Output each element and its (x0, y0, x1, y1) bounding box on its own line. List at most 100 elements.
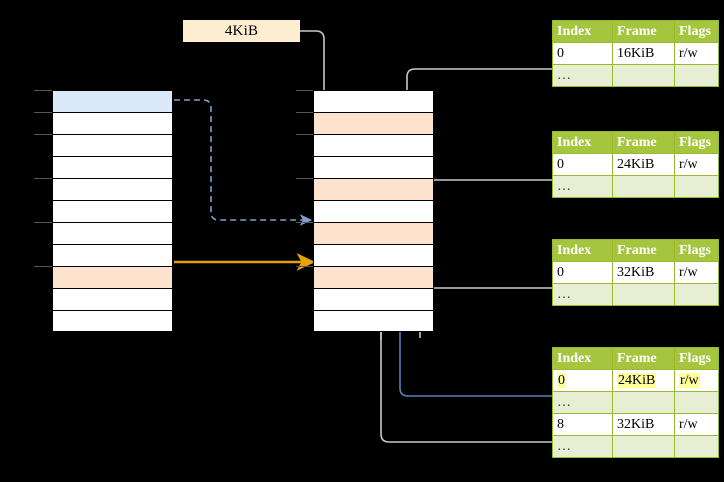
virtual-page-cell-8[interactable] (52, 266, 173, 288)
cell-index[interactable]: … (552, 64, 613, 87)
cell-flags[interactable]: r/w (674, 369, 719, 392)
virtual-page-cell-9[interactable] (52, 288, 173, 310)
cell-flags[interactable]: r/w (674, 42, 719, 65)
column-header-flags: Flags (674, 131, 719, 154)
physical-frame-cell-6[interactable] (313, 222, 434, 244)
column-header-flags: Flags (674, 347, 719, 370)
column-header-flags: Flags (674, 20, 719, 43)
virtual-page-cell-7[interactable] (52, 244, 173, 266)
virtual-address-space-column (52, 90, 173, 332)
table-row[interactable]: … (552, 175, 719, 198)
column-header-index: Index (552, 131, 613, 154)
cell-flags[interactable] (674, 283, 719, 306)
cell-index[interactable]: … (552, 175, 613, 198)
highlighted-value: 0 (557, 372, 566, 388)
cell-frame[interactable]: 16KiB (612, 42, 675, 65)
physical-frame-cell-5[interactable] (313, 200, 434, 222)
virtual-page-cell-5[interactable] (52, 200, 173, 222)
cell-flags[interactable] (674, 64, 719, 87)
cell-frame[interactable]: 32KiB (612, 413, 675, 436)
virtual-page-cell-10[interactable] (52, 310, 173, 332)
column-tick-mark (34, 178, 52, 179)
cell-index[interactable]: 0 (552, 153, 613, 176)
virtual-page-cell-0[interactable] (52, 90, 173, 112)
cell-index[interactable]: 0 (552, 42, 613, 65)
virtual-page-cell-6[interactable] (52, 222, 173, 244)
table-row[interactable]: … (552, 283, 719, 306)
cell-frame[interactable] (612, 64, 675, 87)
physical-frame-cell-0[interactable] (313, 90, 434, 112)
column-header-frame: Frame (612, 347, 675, 370)
physical-frame-cell-2[interactable] (313, 134, 434, 156)
wire-table3-to-page (418, 259, 552, 289)
table-row[interactable]: … (552, 64, 719, 87)
highlighted-value: 24KiB (617, 372, 657, 388)
highlighted-value: r/w (679, 372, 700, 388)
column-header-index: Index (552, 239, 613, 262)
physical-memory-column (313, 90, 434, 332)
cell-frame[interactable]: 32KiB (612, 261, 675, 284)
cell-frame[interactable] (612, 391, 675, 414)
column-tick-mark (34, 266, 52, 267)
column-tick-mark (296, 90, 313, 91)
cell-index[interactable]: … (552, 435, 613, 458)
virtual-page-cell-1[interactable] (52, 112, 173, 134)
physical-frame-cell-4[interactable] (313, 178, 434, 200)
column-header-frame: Frame (612, 20, 675, 43)
physical-frame-cell-10[interactable] (313, 310, 434, 332)
column-tick-mark (34, 134, 52, 135)
cell-flags[interactable]: r/w (674, 413, 719, 436)
physical-frame-cell-9[interactable] (313, 288, 434, 310)
virtual-page-cell-4[interactable] (52, 178, 173, 200)
physical-frame-cell-3[interactable] (313, 156, 434, 178)
column-header-frame: Frame (612, 239, 675, 262)
cell-flags[interactable] (674, 175, 719, 198)
cell-frame[interactable] (612, 283, 675, 306)
virtual-page-cell-2[interactable] (52, 134, 173, 156)
cell-index[interactable]: 0 (552, 369, 613, 392)
cell-index[interactable]: 8 (552, 413, 613, 436)
cell-flags[interactable] (674, 435, 719, 458)
column-tick-mark (34, 90, 52, 91)
cell-frame[interactable] (612, 435, 675, 458)
column-header-frame: Frame (612, 131, 675, 154)
cell-flags[interactable]: r/w (674, 153, 719, 176)
column-tick-mark (34, 222, 52, 223)
cell-index[interactable]: … (552, 283, 613, 306)
column-header-index: Index (552, 20, 613, 43)
cell-index[interactable]: … (552, 391, 613, 414)
column-header-index: Index (552, 347, 613, 370)
column-tick-mark (296, 112, 313, 113)
column-tick-mark (296, 134, 313, 135)
wire-table2-to-page (418, 179, 552, 221)
cell-index[interactable]: 0 (552, 261, 613, 284)
column-tick-mark (296, 178, 313, 179)
table-row[interactable]: … (552, 391, 719, 414)
column-tick-mark (296, 266, 313, 267)
cell-frame[interactable]: 24KiB (612, 369, 675, 392)
cell-frame[interactable] (612, 175, 675, 198)
cell-flags[interactable] (674, 391, 719, 414)
physical-frame-cell-7[interactable] (313, 244, 434, 266)
cell-frame[interactable]: 24KiB (612, 153, 675, 176)
physical-frame-cell-1[interactable] (313, 112, 434, 134)
virtual-page-cell-3[interactable] (52, 156, 173, 178)
physical-frame-cell-8[interactable] (313, 266, 434, 288)
cell-flags[interactable]: r/w (674, 261, 719, 284)
table-row[interactable]: … (552, 435, 719, 458)
wire-vpage-to-frame-dashed (174, 99, 313, 226)
table-row[interactable]: 0 24KiB r/w (552, 369, 719, 392)
